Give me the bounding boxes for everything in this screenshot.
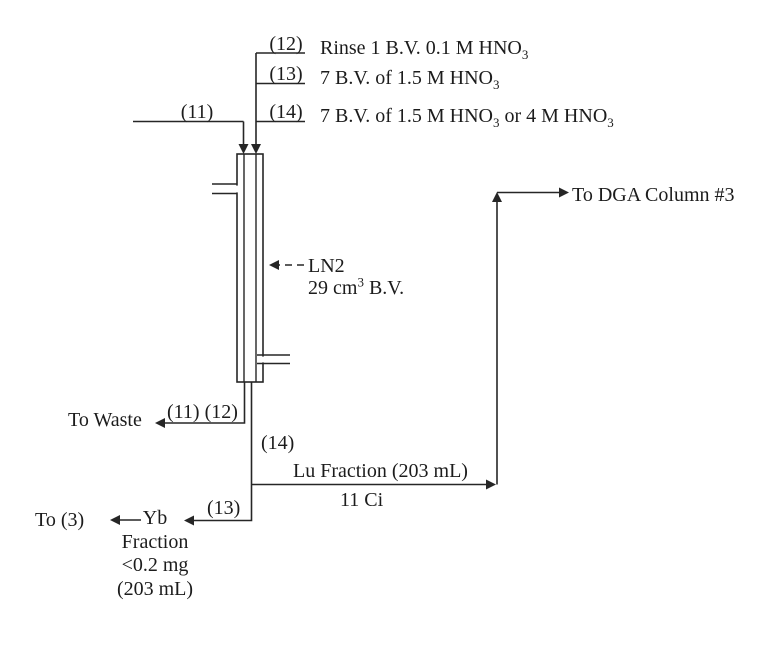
feed-14-desc2-subscript: 3 xyxy=(607,115,614,130)
yb-destination-label: To (3) xyxy=(35,509,85,531)
waste-stream-tags: (11) (12) xyxy=(167,401,238,423)
lu-stream-tag: (14) xyxy=(261,432,295,454)
feed-13-desc: 7 B.V. of 1.5 M HNO3 xyxy=(320,67,500,92)
feed-14-tag: (14) xyxy=(269,101,303,123)
feed-13-desc-text: 7 B.V. of 1.5 M HNO xyxy=(320,67,493,89)
feed-12-desc-text: Rinse 1 B.V. 0.1 M HNO xyxy=(320,37,522,59)
yb-line-4: (203 mL) xyxy=(116,577,194,600)
waste-destination-label: To Waste xyxy=(68,409,142,431)
column-body xyxy=(236,153,264,383)
bed-volume-text: 29 cm xyxy=(308,277,358,299)
feed-12-desc: Rinse 1 B.V. 0.1 M HNO3 xyxy=(320,37,529,62)
feed-12-desc-subscript: 3 xyxy=(521,47,529,62)
yb-line-1: Yb xyxy=(142,507,168,529)
yb-fraction-label: Yb Fraction <0.2 mg (203 mL) xyxy=(103,507,207,601)
feed-14-desc-text: 7 B.V. of 1.5 M HNO xyxy=(320,105,493,127)
feed-14-desc: 7 B.V. of 1.5 M HNO3 or 4 M HNO3 xyxy=(320,105,614,130)
feed-13-desc-subscript: 3 xyxy=(492,77,500,92)
lu-activity-label: 11 Ci xyxy=(340,489,384,511)
column-bed-volume: 29 cm3 B.V. xyxy=(308,274,405,299)
dga-destination-label: To DGA Column #3 xyxy=(572,184,735,206)
yb-line-3: <0.2 mg xyxy=(121,554,189,576)
lu-fraction-label: Lu Fraction (203 mL) xyxy=(293,460,468,482)
feed-13-tag: (13) xyxy=(269,63,303,85)
yb-arrow xyxy=(184,382,253,526)
feed-11-tag: (11) xyxy=(180,101,214,123)
feed-14-desc-subscript: 3 xyxy=(492,115,500,130)
bed-volume-superscript: 3 xyxy=(357,274,364,290)
yb-line-2: Fraction xyxy=(121,530,189,553)
column-resin-label: LN2 xyxy=(308,255,345,277)
yb-stream-tag: (13) xyxy=(207,497,241,519)
right-port-wall-gap xyxy=(261,356,265,363)
feed-12-tag: (12) xyxy=(269,33,303,55)
feed-14-desc2-text: or 4 M HNO xyxy=(499,105,608,127)
waste-arrow xyxy=(155,382,246,428)
left-port-wall-gap xyxy=(235,185,239,193)
bed-volume-unit: B.V. xyxy=(363,277,405,299)
